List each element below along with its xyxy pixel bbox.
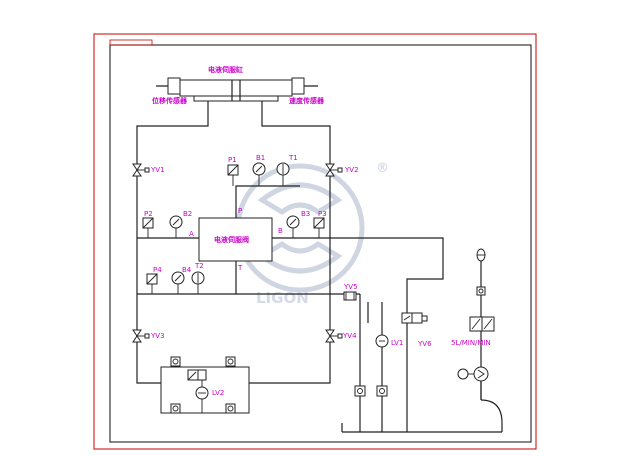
relief-valve-block	[469, 316, 495, 332]
b2-label: B2	[183, 210, 192, 218]
b4-label: B4	[182, 266, 192, 274]
yv5-label: YV5	[343, 283, 358, 291]
b1-label: B1	[256, 154, 265, 162]
b3-label: B3	[301, 210, 310, 218]
p4-label: P4	[153, 266, 162, 274]
velocity-sensor-label: 速度传感器	[289, 96, 325, 105]
valve-yv2	[325, 163, 343, 177]
t2-label: T2	[194, 262, 204, 270]
title-tab	[109, 39, 153, 46]
watermark-registered: ®	[376, 161, 389, 176]
watermark-brand: LIGON	[256, 289, 309, 307]
yv3-label: YV3	[150, 332, 165, 340]
check-valves-bottom	[354, 385, 388, 432]
port-b-label: B	[278, 227, 283, 235]
yv4-label: YV4	[342, 332, 357, 340]
valve-yv4	[325, 329, 343, 343]
flow-sensor-lv1	[375, 334, 389, 348]
p1-label: P1	[228, 156, 237, 164]
cylinder-label: 电液伺服缸	[208, 65, 243, 74]
displacement-sensor-label: 位移传感器	[152, 96, 188, 105]
valve-yv6	[401, 312, 428, 324]
lv1-label: LV1	[391, 339, 403, 347]
left-instruments	[142, 215, 183, 238]
yv6-label: YV6	[417, 340, 432, 348]
yv2-label: YV2	[344, 166, 359, 174]
lv2-label: LV2	[212, 389, 224, 397]
port-t-label: T	[237, 264, 243, 272]
bridge-manifold	[160, 356, 250, 414]
port-p-label: P	[238, 207, 242, 215]
t1-label: T1	[288, 154, 298, 162]
valve-yv1	[132, 163, 150, 177]
lower-instruments	[146, 271, 205, 294]
valve-yv3	[132, 329, 150, 343]
valve-yv5	[343, 291, 357, 301]
servo-valve	[198, 217, 273, 262]
port-a-label: A	[189, 230, 194, 238]
right-instruments	[286, 215, 325, 238]
servo-cylinder	[156, 77, 318, 102]
top-instruments	[227, 162, 290, 186]
outer-border	[93, 33, 537, 450]
servo-valve-label: 电液伺服阀	[214, 235, 249, 244]
accumulator	[476, 248, 486, 296]
inner-border	[109, 44, 532, 443]
p3-label: P3	[318, 210, 327, 218]
pump-spec-label: 5L/MIN/MIN	[451, 339, 491, 347]
yv1-label: YV1	[150, 166, 165, 174]
p2-label: P2	[144, 210, 153, 218]
motor-pump	[457, 366, 503, 424]
